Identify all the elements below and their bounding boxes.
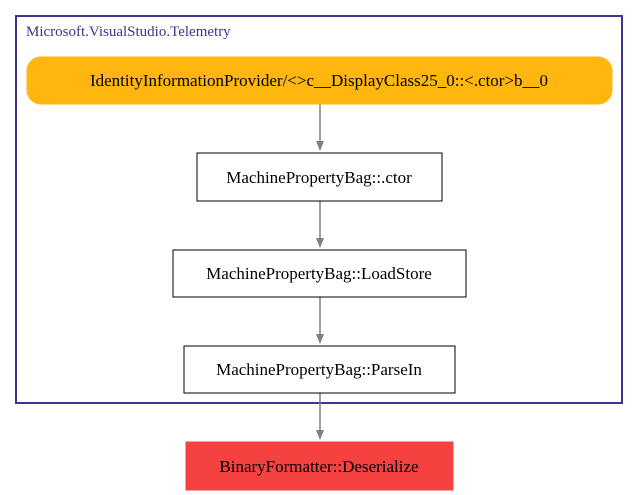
node-entry[interactable]: IdentityInformationProvider/<>c__Display…	[26, 56, 613, 105]
node-parse-in[interactable]: MachinePropertyBag::ParseIn	[183, 345, 456, 394]
node-deserialize[interactable]: BinaryFormatter::Deserialize	[185, 441, 454, 491]
node-ctor-label: MachinePropertyBag::.ctor	[226, 168, 412, 187]
node-ctor[interactable]: MachinePropertyBag::.ctor	[196, 152, 443, 202]
node-deserialize-label: BinaryFormatter::Deserialize	[219, 457, 418, 476]
node-entry-label: IdentityInformationProvider/<>c__Display…	[90, 71, 548, 90]
node-ctor-box	[196, 152, 443, 202]
node-parse-in-label: MachinePropertyBag::ParseIn	[216, 360, 422, 379]
node-load-store[interactable]: MachinePropertyBag::LoadStore	[172, 249, 467, 298]
node-load-store-label: MachinePropertyBag::LoadStore	[206, 264, 432, 283]
node-load-store-box	[172, 249, 467, 298]
node-deserialize-box	[185, 441, 454, 491]
cluster-telemetry: Microsoft.VisualStudio.Telemetry	[15, 15, 623, 404]
cluster-label: Microsoft.VisualStudio.Telemetry	[26, 24, 231, 40]
node-parse-in-box	[183, 345, 456, 394]
cluster-border	[15, 15, 623, 404]
node-entry-box	[26, 56, 613, 105]
